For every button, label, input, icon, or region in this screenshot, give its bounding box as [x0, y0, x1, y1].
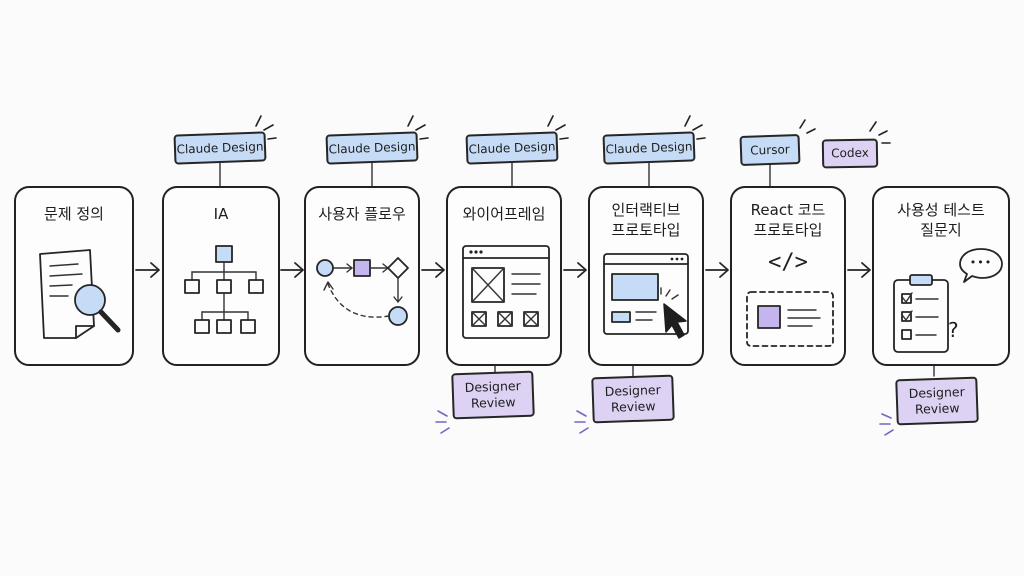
document-magnifier-icon	[39, 249, 121, 339]
sitemap-icon	[184, 245, 264, 334]
step-title: IA	[213, 205, 229, 223]
step-title: 사용성 테스트 질문지	[897, 201, 985, 239]
step-user-flow: 사용자 플로우	[304, 186, 420, 366]
step-react-code-prototype: React 코드 프로토타입 </>	[730, 186, 846, 366]
question-mark: ?	[948, 318, 959, 342]
clipboard-checklist-icon	[893, 274, 949, 353]
step-interactive-prototype: 인터랙티브 프로토타입	[588, 186, 704, 366]
designer-review-usability: Designer Review	[895, 376, 979, 426]
arrow-1	[135, 262, 160, 278]
step-title: 와이어프레임	[462, 205, 546, 223]
prototype-cursor-icon	[603, 253, 689, 339]
arrow-2	[280, 262, 304, 278]
step-title: React 코드 프로토타입	[750, 201, 826, 239]
step-title: 사용자 플로우	[318, 205, 406, 223]
sparkle-6	[869, 121, 891, 144]
wireframe-window-icon	[462, 245, 550, 339]
speech-bubble-icon	[959, 248, 1003, 283]
code-preview-icon	[746, 291, 834, 347]
step-ia: IA	[162, 186, 280, 366]
arrow-5	[705, 262, 729, 278]
review-sparkle-1	[435, 410, 450, 434]
arrow-4	[563, 262, 587, 278]
flowchart-icon	[316, 257, 409, 326]
arrow-6	[847, 262, 871, 278]
sparkle-2	[407, 115, 429, 140]
arrow-3	[421, 262, 445, 278]
speech-dots: •••	[969, 256, 993, 269]
step-problem-definition: 문제 정의	[14, 186, 134, 366]
review-sparkle-3	[879, 413, 894, 436]
designer-review-wireframe: Designer Review	[451, 370, 535, 420]
sparkle-3	[547, 115, 569, 140]
designer-review-interactive: Designer Review	[591, 374, 675, 424]
code-symbol: </>	[768, 250, 808, 275]
step-title: 인터랙티브 프로토타입	[611, 201, 681, 239]
review-sparkle-2	[574, 410, 589, 434]
sparkle-1	[255, 115, 277, 140]
step-title: 문제 정의	[44, 205, 104, 223]
sparkle-5	[799, 119, 816, 134]
step-usability-test-questionnaire: 사용성 테스트 질문지 ••• ?	[872, 186, 1010, 366]
step-wireframe: 와이어프레임	[446, 186, 562, 366]
sparkle-4	[684, 115, 706, 140]
